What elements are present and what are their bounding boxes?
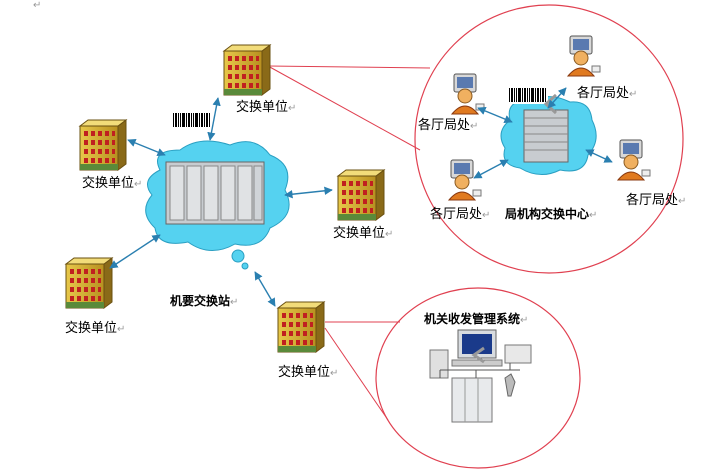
barcode-icon (508, 88, 548, 104)
unit-label: 交换单位↵ (65, 321, 126, 336)
connector-line (324, 327, 389, 421)
building-icon (337, 169, 385, 221)
unit-label: 交换单位↵ (236, 100, 297, 115)
management-system-illustration (429, 329, 532, 423)
center-server-icon (523, 109, 569, 163)
building-icon (65, 257, 113, 309)
dept-label: 各厅局处↵ (418, 118, 479, 133)
department-network-circle (414, 4, 684, 274)
connector-line (267, 65, 421, 151)
dept-label: 各厅局处↵ (626, 193, 687, 208)
barcode-icon (172, 113, 212, 129)
user-terminal-icon (617, 139, 651, 181)
user-terminal-icon (567, 35, 601, 77)
server-cabinet-icon (165, 161, 265, 225)
connector-line (267, 65, 431, 69)
building-icon (277, 301, 325, 353)
user-terminal-icon (448, 159, 482, 201)
unit-label: 交换单位↵ (333, 226, 394, 241)
dept-label: 各厅局处↵ (577, 86, 638, 101)
link-arrows (109, 87, 613, 307)
center-label: 局机构交换中心↵ (505, 207, 598, 221)
building-icon (223, 44, 271, 96)
building-icon (79, 119, 127, 171)
management-system-circle (375, 287, 581, 469)
system-label: 机关收发管理系统↵ (424, 312, 529, 326)
unit-label: 交换单位↵ (82, 176, 143, 191)
dept-label: 各厅局处↵ (430, 207, 491, 222)
paragraph-mark: ↵ (33, 0, 42, 11)
hub-label: 机要交换站↵ (170, 294, 239, 308)
unit-label: 交换单位↵ (278, 365, 339, 380)
